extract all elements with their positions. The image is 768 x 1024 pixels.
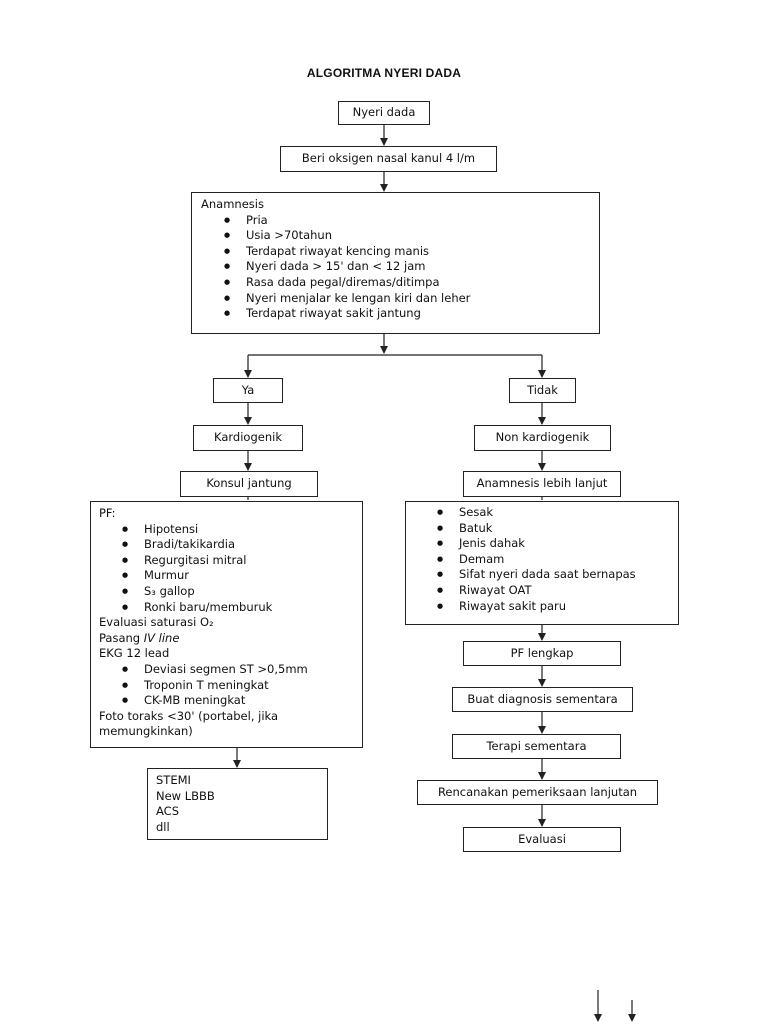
node-right-list: Sesak Batuk Jenis dahak Demam Sifat nyer… <box>405 501 679 625</box>
anamnesis-item: Nyeri menjalar ke lengan kiri dan leher <box>201 291 590 307</box>
result-line: STEMI <box>156 773 191 787</box>
right-item: Riwayat sakit paru <box>414 599 670 615</box>
pf-item: Deviasi segmen ST >0,5mm <box>99 662 354 678</box>
pf-item: Ronki baru/memburuk <box>99 600 354 616</box>
right-list: Sesak Batuk Jenis dahak Demam Sifat nyer… <box>414 505 670 614</box>
result-line: ACS <box>156 804 179 819</box>
right-item: Demam <box>414 552 670 568</box>
anamnesis-list: Pria Usia >70tahun Terdapat riwayat kenc… <box>201 213 590 322</box>
diagram-title: ALGORITMA NYERI DADA <box>306 66 462 80</box>
node-diagnosis-label: Buat diagnosis sementara <box>467 691 618 706</box>
node-pf-lengkap-label: PF lengkap <box>510 645 574 660</box>
pf-pasang: Pasang IV line <box>99 631 354 647</box>
node-rencana-label: Rencanakan pemeriksaan lanjutan <box>437 784 638 799</box>
node-ya: Ya <box>213 378 283 403</box>
node-oksigen: Beri oksigen nasal kanul 4 l/m <box>280 146 497 172</box>
node-evaluasi-label: Evaluasi <box>518 831 566 846</box>
node-non-kardiogenik-label: Non kardiogenik <box>495 430 590 445</box>
right-item: Sesak <box>414 505 670 521</box>
node-ya-label: Ya <box>241 382 255 397</box>
anamnesis-item: Pria <box>201 213 590 229</box>
node-diagnosis: Buat diagnosis sementara <box>452 687 633 712</box>
pf-list-1: Hipotensi Bradi/takikardia Regurgitasi m… <box>99 522 354 616</box>
node-pf-lengkap: PF lengkap <box>463 641 621 666</box>
node-nyeri-dada-label: Nyeri dada <box>352 105 416 120</box>
node-konsul-jantung: Konsul jantung <box>180 471 318 497</box>
anamnesis-item: Terdapat riwayat sakit jantung <box>201 306 590 322</box>
pf-evaluasi: Evaluasi saturasi O₂ <box>99 615 214 630</box>
pf-ekg: EKG 12 lead <box>99 646 170 661</box>
node-rencana: Rencanakan pemeriksaan lanjutan <box>417 780 658 805</box>
node-kardiogenik-label: Kardiogenik <box>214 430 282 445</box>
node-tidak: Tidak <box>509 378 576 403</box>
node-evaluasi: Evaluasi <box>463 827 621 852</box>
node-terapi: Terapi sementara <box>452 734 621 759</box>
result-line: New LBBB <box>156 788 215 803</box>
pf-title: PF: <box>99 506 116 520</box>
node-terapi-label: Terapi sementara <box>486 738 587 753</box>
pf-item: Hipotensi <box>99 522 354 538</box>
pf-foto: Foto toraks <30' (portabel, jika memungk… <box>99 708 279 739</box>
node-tidak-label: Tidak <box>527 382 558 397</box>
pf-item: Regurgitasi mitral <box>99 553 354 569</box>
pf-list-2: Deviasi segmen ST >0,5mm Troponin T meni… <box>99 662 354 709</box>
anamnesis-item: Terdapat riwayat kencing manis <box>201 244 590 260</box>
right-item: Jenis dahak <box>414 536 670 552</box>
anamnesis-item: Nyeri dada > 15' dan < 12 jam <box>201 259 590 275</box>
pf-item: CK-MB meningkat <box>99 693 354 709</box>
pf-item: Bradi/takikardia <box>99 537 354 553</box>
node-kardiogenik: Kardiogenik <box>193 425 303 451</box>
pf-iv-line: IV line <box>143 630 180 645</box>
node-anamnesis-lanjut: Anamnesis lebih lanjut <box>463 471 621 497</box>
right-item: Riwayat OAT <box>414 583 670 599</box>
node-non-kardiogenik: Non kardiogenik <box>474 425 611 451</box>
node-pf: PF: Hipotensi Bradi/takikardia Regurgita… <box>90 501 363 748</box>
pf-item: Murmur <box>99 568 354 584</box>
right-item: Sifat nyeri dada saat bernapas <box>414 567 670 583</box>
node-nyeri-dada: Nyeri dada <box>338 101 430 125</box>
node-anamnesis-lanjut-label: Anamnesis lebih lanjut <box>476 476 608 491</box>
anamnesis-title: Anamnesis <box>201 197 264 211</box>
result-line: dll <box>156 819 170 834</box>
anamnesis-item: Rasa dada pegal/diremas/ditimpa <box>201 275 590 291</box>
anamnesis-item: Usia >70tahun <box>201 228 590 244</box>
right-item: Batuk <box>414 521 670 537</box>
node-oksigen-label: Beri oksigen nasal kanul 4 l/m <box>301 151 476 166</box>
pf-item: S₃ gallop <box>99 584 354 600</box>
pf-item: Troponin T meningkat <box>99 678 354 694</box>
node-konsul-jantung-label: Konsul jantung <box>206 476 292 491</box>
node-result: STEMI New LBBB ACS dll <box>147 768 328 840</box>
pf-pasang-text: Pasang <box>99 630 144 645</box>
node-anamnesis: Anamnesis Pria Usia >70tahun Terdapat ri… <box>191 192 600 334</box>
